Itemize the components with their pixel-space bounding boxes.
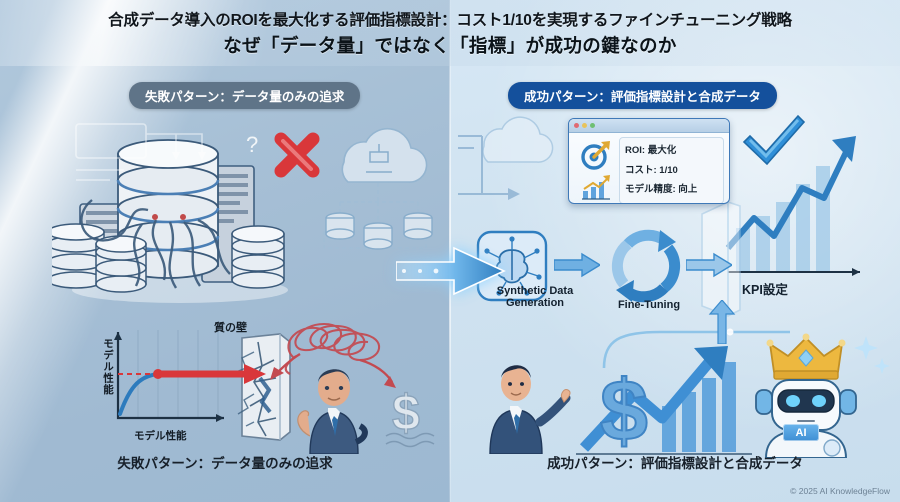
window-minimize-dot[interactable] — [582, 123, 587, 128]
right-panel-success: $ — [450, 0, 900, 502]
roi-metric-roi: ROI: 最大化 — [625, 144, 677, 156]
panel-divider — [449, 0, 451, 502]
badge-success-pattern: 成功パターン：評価指標設計と合成データ — [508, 82, 777, 109]
page-subtitle: なぜ「データ量」ではなく「指標」が成功の鍵なのか — [223, 35, 677, 56]
chart-x-axis-label: モデル性能 — [134, 430, 187, 442]
presenting-businessman-icon — [489, 365, 571, 454]
svg-text:?: ? — [246, 132, 258, 157]
flow-label-line1: Synthetic Data — [496, 285, 574, 297]
upward-arrow-icon — [708, 300, 736, 344]
cloud-icon — [323, 127, 433, 250]
connector-lines-icon — [458, 135, 520, 200]
refresh-cycle-icon — [611, 229, 681, 303]
flow-label-line1: Fine-Tuning — [617, 299, 681, 311]
sinking-dollar-icon: $ — [385, 384, 435, 448]
cloud-icon — [482, 116, 554, 163]
target-arrow-icon — [581, 140, 610, 170]
kpi-label: KPI設定 — [742, 283, 788, 297]
copyright-notice: © 2025 AI KnowledgeFlow — [790, 486, 890, 496]
svg-text:$: $ — [600, 363, 648, 456]
roi-card-body: ROI: 最大化 コスト: 1/10 モデル精度: 向上 — [569, 133, 729, 203]
database-server-stack-icon — [52, 139, 288, 303]
quality-wall-icon — [241, 333, 291, 441]
caption-success-pattern: 成功パターン：評価指標設計と合成データ — [547, 456, 803, 471]
chart-y-axis-label: モデル性能 — [102, 338, 114, 396]
window-close-dot[interactable] — [574, 123, 579, 128]
flow-label-fine-tuning: Fine-Tuning — [604, 299, 694, 312]
window-maximize-dot[interactable] — [590, 123, 595, 128]
question-mark-icon: ? — [246, 132, 258, 157]
transition-arrow-right-icon — [396, 246, 506, 296]
page-title: 合成データ導入のROIを最大化する評価指標設計：コスト1/10を実現するファイン… — [108, 12, 792, 29]
header: 合成データ導入のROIを最大化する評価指標設計：コスト1/10を実現するファイン… — [0, 0, 900, 66]
roi-summary-card: ROI: 最大化 コスト: 1/10 モデル精度: 向上 — [568, 118, 730, 204]
badge-failure-pattern: 失敗パターン：データ量のみの追求 — [129, 82, 361, 109]
left-panel-failure: ? — [0, 0, 450, 502]
wireframe-flow-lines — [75, 123, 206, 181]
scribble-arrow-right-icon — [359, 358, 396, 388]
dollar-growth-chart-icon: $ — [576, 346, 752, 456]
crowned-robot-icon — [755, 333, 857, 458]
svg-text:$: $ — [392, 385, 420, 441]
flow-label-synthetic-data: Synthetic Data Generation — [475, 285, 595, 310]
roi-card-titlebar — [569, 119, 729, 133]
sparkle-icon — [854, 336, 890, 374]
bar-chart-growth-icon — [582, 175, 610, 200]
crack-tendrils-icon — [235, 351, 255, 427]
roi-card-metrics: ROI: 最大化 コスト: 1/10 モデル精度: 向上 — [619, 137, 724, 203]
caption-failure-pattern: 失敗パターン：データ量のみの追求 — [117, 456, 333, 471]
rising-arrow-chart-icon — [725, 136, 860, 276]
brain-circuit-icon — [476, 230, 548, 302]
robot-ai-chip: AI — [783, 424, 819, 441]
roi-metric-cost: コスト: 1/10 — [625, 164, 678, 176]
red-impact-arrow-icon — [158, 364, 266, 384]
flow-arrow-icon — [554, 252, 600, 278]
quality-wall-label: 質の壁 — [214, 322, 247, 334]
curved-connector-icon — [602, 328, 790, 369]
confused-businessman-icon — [297, 369, 368, 454]
roi-card-icons — [573, 137, 619, 203]
red-x-icon — [274, 132, 320, 178]
blue-checkmark-icon — [742, 114, 806, 166]
roi-metric-accuracy: モデル精度: 向上 — [625, 184, 698, 196]
scribble-arrow-left-icon — [270, 352, 301, 380]
flow-arrow-icon — [686, 252, 732, 278]
flow-label-line2: Generation — [505, 296, 565, 309]
